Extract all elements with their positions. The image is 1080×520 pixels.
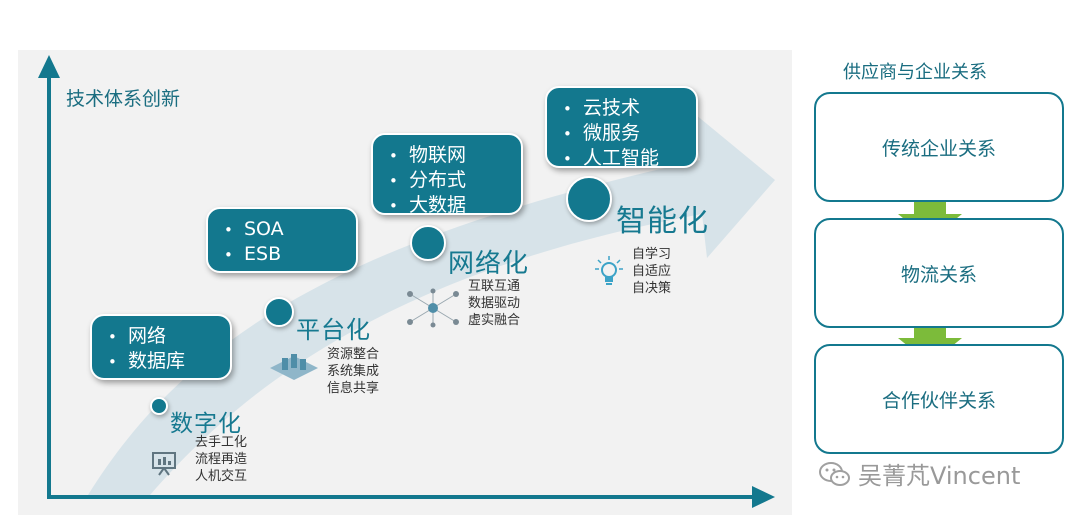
stage-4-descriptions: 自学习 自适应 自决策 bbox=[632, 246, 671, 297]
stage-2-desc-line: 资源整合 bbox=[327, 347, 380, 362]
stage-1-tech-item: 数据库 bbox=[108, 349, 230, 374]
relationship-level-3: 合作伙伴关系 bbox=[814, 344, 1064, 454]
stage-2-tech-item: ESB bbox=[224, 242, 356, 267]
stage-2-title: 平台化 bbox=[296, 316, 371, 344]
stage-3-tech-item: 大数据 bbox=[389, 193, 521, 218]
wechat-icon bbox=[819, 461, 850, 486]
y-axis-arrowhead bbox=[38, 55, 60, 78]
stage-1-desc-line: 去手工化 bbox=[195, 435, 248, 450]
stage-1-descriptions: 去手工化 流程再造 人机交互 bbox=[195, 434, 247, 485]
stage-4-desc-line: 自决策 bbox=[632, 281, 672, 296]
platform-server-icon bbox=[270, 354, 318, 380]
relationship-title: 供应商与企业关系 bbox=[843, 62, 987, 83]
stage-4-desc-line: 自适应 bbox=[632, 264, 672, 279]
stage-2-descriptions: 资源整合 系统集成 信息共享 bbox=[327, 346, 379, 397]
stage-2-desc-line: 系统集成 bbox=[327, 364, 380, 379]
relationship-level-label: 合作伙伴关系 bbox=[881, 389, 996, 412]
stage-3-desc-line: 数据驱动 bbox=[468, 296, 521, 311]
stage-1-tech-box: 网络 数据库 bbox=[90, 314, 232, 380]
stage-3-tech-box: 物联网 分布式 大数据 bbox=[371, 133, 523, 218]
watermark: 吴菁芃Vincent bbox=[818, 456, 1020, 491]
stage-3-desc-line: 互联互通 bbox=[468, 279, 521, 294]
relationship-level-2: 物流关系 bbox=[814, 218, 1064, 328]
stage-3-title: 网络化 bbox=[448, 249, 530, 279]
stage-3-desc-line: 虚实融合 bbox=[468, 313, 521, 328]
down-arrow-2 bbox=[898, 318, 962, 364]
stage-1-tech-item: 网络 bbox=[108, 324, 230, 349]
stage-3-descriptions: 互联互通 数据驱动 虚实融合 bbox=[468, 278, 520, 329]
network-nodes-icon bbox=[407, 288, 459, 328]
relationship-level-1: 传统企业关系 bbox=[814, 92, 1064, 202]
stage-2-dot bbox=[264, 297, 294, 327]
stage-4-tech-item: 微服务 bbox=[563, 121, 696, 146]
stage-1-desc-line: 人机交互 bbox=[195, 469, 248, 484]
stage-4-tech-box: 云技术 微服务 人工智能 bbox=[545, 86, 698, 171]
stage-1-desc-line: 流程再造 bbox=[195, 452, 248, 467]
stage-4-tech-item: 人工智能 bbox=[563, 146, 696, 171]
stage-4-dot bbox=[566, 176, 612, 222]
watermark-text: 吴菁芃Vincent bbox=[858, 462, 1021, 490]
x-axis-arrowhead bbox=[752, 486, 775, 508]
stage-1-title: 数字化 bbox=[170, 411, 242, 437]
presentation-board-icon bbox=[152, 452, 176, 476]
lightbulb-icon bbox=[595, 256, 623, 285]
stage-3-dot bbox=[410, 225, 446, 261]
stage-3-tech-item: 分布式 bbox=[389, 168, 521, 193]
down-arrow-1 bbox=[898, 194, 962, 240]
stage-2-tech-item: SOA bbox=[224, 217, 356, 242]
stage-4-title: 智能化 bbox=[616, 204, 709, 239]
relationship-level-label: 物流关系 bbox=[900, 263, 977, 286]
stage-2-tech-box: SOA ESB bbox=[206, 207, 358, 273]
stage-4-desc-line: 自学习 bbox=[632, 247, 672, 262]
stage-2-desc-line: 信息共享 bbox=[327, 381, 380, 396]
stage-1-dot bbox=[150, 397, 168, 415]
y-axis-label: 技术体系创新 bbox=[66, 88, 181, 110]
stage-4-tech-item: 云技术 bbox=[563, 96, 696, 121]
relationship-level-label: 传统企业关系 bbox=[881, 137, 996, 160]
stage-3-tech-item: 物联网 bbox=[389, 143, 521, 168]
